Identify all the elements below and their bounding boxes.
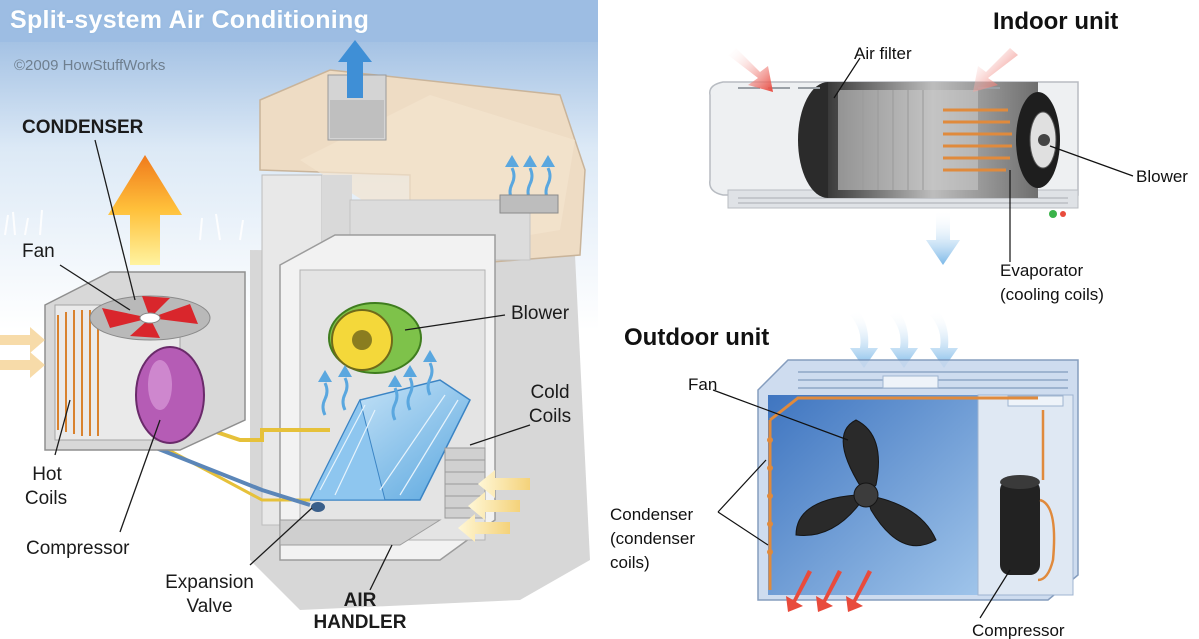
label-blower: Blower (511, 303, 570, 324)
indoor-unit-title: Indoor unit (993, 8, 1119, 35)
label-cold-coils-line2: Coils (528, 406, 572, 427)
label-expansion-valve-line2: Valve (186, 596, 233, 617)
outdoor-unit-title: Outdoor unit (624, 324, 770, 351)
label-condenser-line2: (condenser (610, 529, 696, 548)
label-outdoor-fan: Fan (688, 375, 718, 394)
label-condenser-line1: Condenser (610, 505, 694, 524)
copyright-text: ©2009 HowStuffWorks (14, 57, 166, 74)
split-system-diagram: Split-system Air Conditioning ©2009 HowS… (0, 0, 598, 639)
label-condenser-line3: coils) (610, 553, 650, 572)
label-evaporator-line1: Evaporator (1000, 261, 1084, 280)
label-fan: Fan (22, 241, 55, 262)
label-condenser: CONDENSER (22, 117, 144, 138)
split-system-illustration (0, 0, 598, 610)
label-indoor-blower: Blower (1136, 167, 1188, 186)
label-hot-coils-line1: Hot (32, 464, 62, 485)
label-air-filter: Air filter (854, 44, 912, 63)
indoor-outdoor-illustration (709, 48, 1134, 619)
label-evaporator-line2: (cooling coils) (1000, 285, 1104, 304)
label-expansion-valve-line1: Expansion (165, 572, 254, 593)
label-cold-coils-line1: Cold (530, 382, 570, 403)
label-outdoor-compressor: Compressor (972, 621, 1065, 639)
label-compressor: Compressor (26, 538, 130, 559)
label-air-handler-line1: AIR (343, 590, 377, 611)
label-hot-coils-line2: Coils (24, 488, 68, 509)
indoor-outdoor-diagram: Indoor unit Outdoor unit Air filter Blow… (598, 0, 1199, 639)
label-air-handler-line2: HANDLER (313, 612, 407, 633)
diagram-title: Split-system Air Conditioning (10, 6, 370, 34)
